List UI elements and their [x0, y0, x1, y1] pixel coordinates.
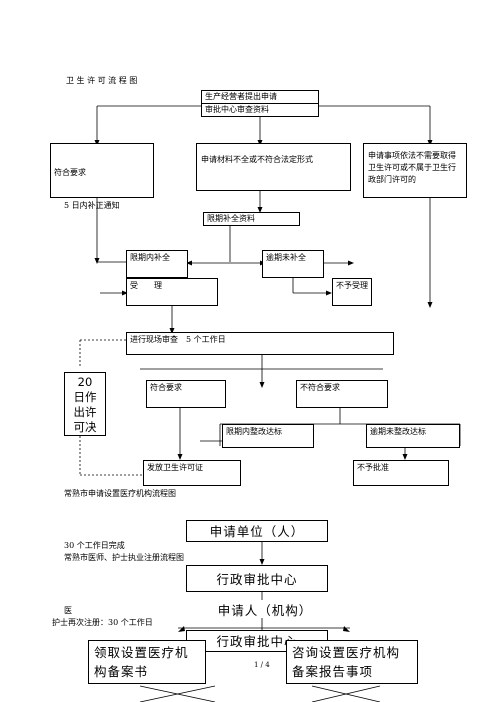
applicant-institution: 申请人（机构） [217, 603, 313, 618]
supplement-overdue: 逾期未补全 [262, 250, 324, 278]
record-book-box: 领取设置医疗机构备案书 [88, 640, 206, 684]
page-number: 1 / 4 [254, 661, 270, 669]
notice-5-days: 5 日内补正通知 [64, 201, 120, 210]
branch-not-required: 申请事项依法不需要取得卫生许可或不属于卫生行政部门许可的 [363, 143, 467, 198]
days-30-note: 30 个工作日完成 [64, 541, 125, 550]
issue-certificate: 发放卫生许可证 [143, 460, 241, 486]
not-approved: 不予批准 [353, 460, 449, 486]
applicant-unit: 申请单位（人） [186, 520, 328, 542]
accept-box: 受 理 [126, 278, 218, 306]
reject-box: 不予受理 [332, 278, 372, 306]
supplement-in-time: 限期内补全 [126, 250, 188, 278]
admin-center: 行政审批中心 [186, 565, 328, 592]
nurse-caption: 常熟市医师、护士执业注册流程图 [64, 553, 184, 562]
branch-meets: 符合要求 [50, 143, 154, 198]
branch-incomplete: 申请材料不全或不符合法定形式 [196, 143, 351, 191]
rectify-in-time: 限期内整改达标 [222, 424, 314, 448]
consult-report-box: 咨询设置医疗机构备案报告事项 [286, 640, 418, 684]
onsite-meets: 符合要求 [146, 380, 226, 408]
onsite-fails: 不符合要求 [296, 380, 388, 408]
supplement-deadline: 限期补全资料 [203, 212, 300, 226]
flow-title: 卫 生 许 可 流 程 图 [66, 76, 138, 85]
apply-step: 生产经营者提出申请 [201, 90, 319, 104]
onsite-review: 进行现场审查 5 个工作日 [126, 332, 394, 355]
doctor-note: 医 [64, 606, 72, 615]
nurse-reg-note: 护士再次注册：30 个工作日 [52, 618, 153, 627]
review-step: 审批中心审查资料 [201, 103, 319, 117]
days-20-note: 20 日作 出许 可决 [64, 372, 106, 436]
flow2-caption: 常熟市申请设置医疗机构流程图 [64, 489, 176, 498]
rectify-overdue: 逾期未整改达标 [366, 424, 460, 448]
